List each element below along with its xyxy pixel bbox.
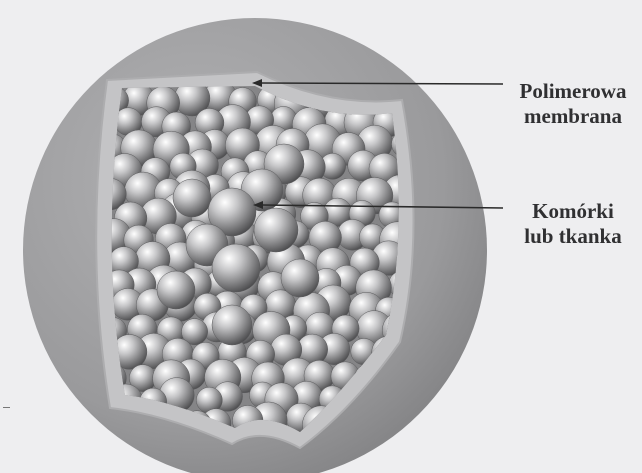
- membrane-label-line1: Polimerowa: [508, 79, 638, 104]
- membrane-pointer-line: [260, 83, 503, 84]
- margin-tick-mark: [3, 407, 10, 408]
- sphere-cell-icon: [212, 305, 252, 345]
- membrane-label-line2: membrana: [508, 104, 638, 129]
- cells-label: Komórki lub tkanka: [508, 199, 638, 249]
- cells-label-line1: Komórki: [508, 199, 638, 224]
- cells-label-line2: lub tkanka: [508, 224, 638, 249]
- sphere-cell-icon: [157, 271, 195, 309]
- sphere-cell-icon: [212, 244, 260, 292]
- membrane-label: Polimerowa membrana: [508, 79, 638, 129]
- sphere-cell-icon: [254, 208, 298, 252]
- sphere-cell-icon: [173, 179, 211, 217]
- sphere-cell-icon: [281, 259, 319, 297]
